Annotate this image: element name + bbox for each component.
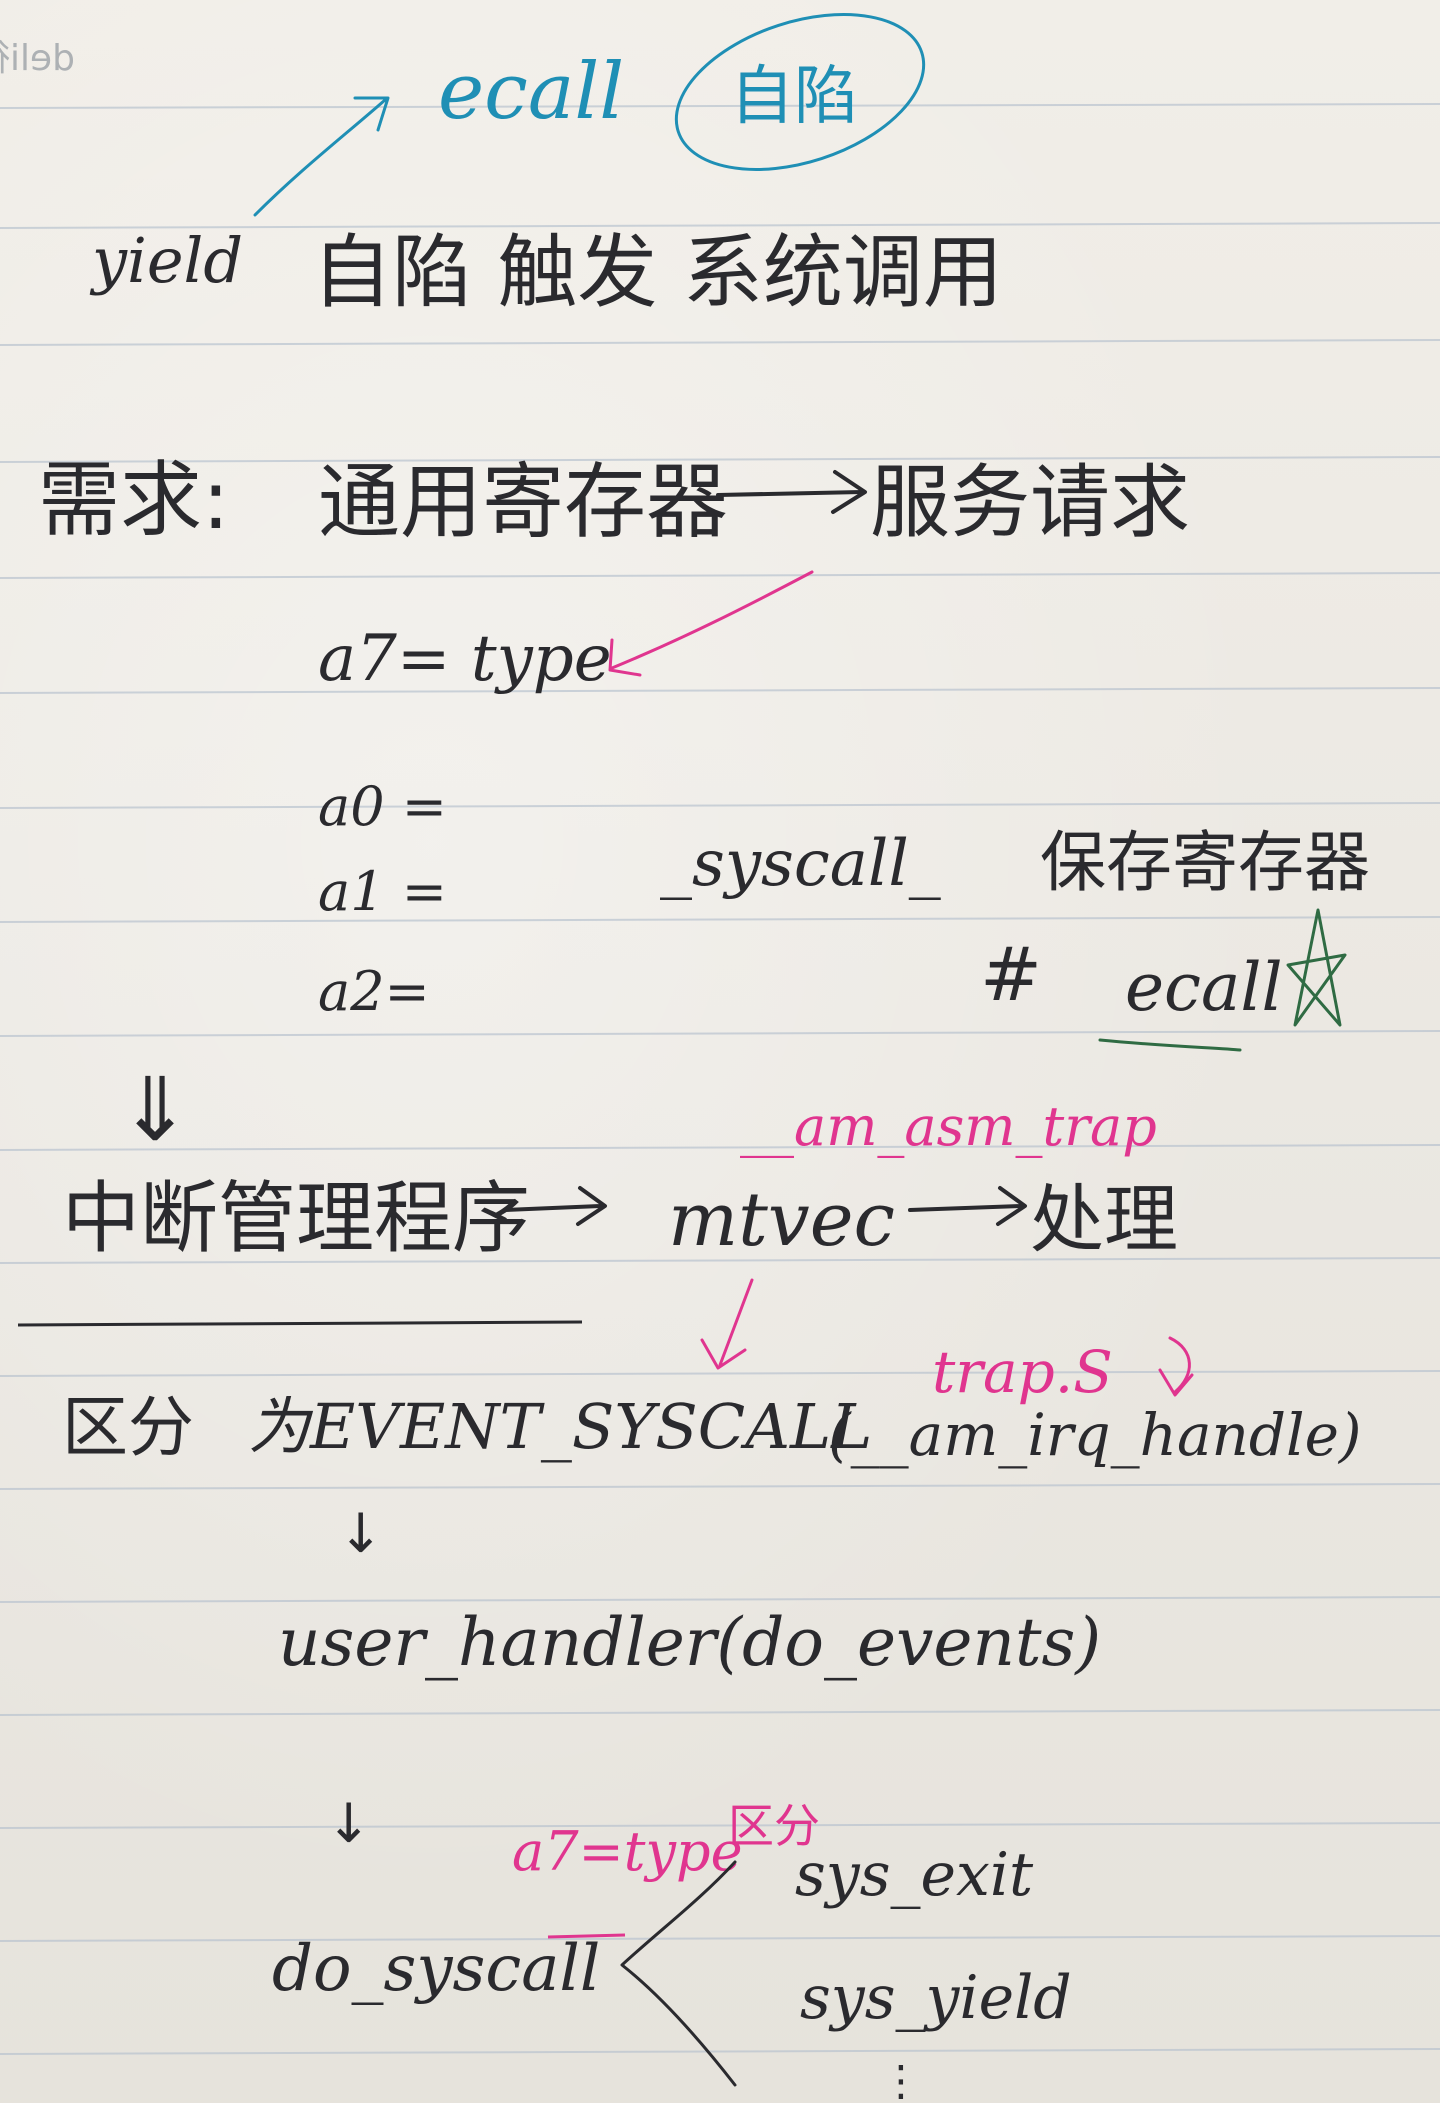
blue-arrow [253,96,390,217]
distinguish-pink: 区分 [728,1799,820,1853]
sys-yield-text: sys_yield [800,1963,1072,2033]
save-registers-text: 保存寄存器 [1040,824,1370,901]
pink-underline [547,1933,626,1939]
green-underline [1098,1038,1242,1052]
a0-line: a0 = [318,775,447,838]
ecall-text: ecall [438,47,624,137]
double-down-arrow: ⇓ [118,1058,192,1161]
yield-text: yield [89,224,243,297]
arrow-1 [716,470,867,514]
event-syscall-text: 为EVENT_SYSCALL [248,1390,872,1463]
pink-arrow-1 [608,570,814,677]
arrow-3 [908,1186,1027,1226]
down-arrow-1: ↓ [338,1502,383,1565]
distinguish-label: 区分 [62,1389,194,1466]
ruled-lines [0,103,1440,2055]
a7-type-pink: a7=type [512,1820,743,1883]
branch-lines [620,1860,737,2087]
do-syscall-text: do_syscall [272,1932,600,2006]
sys-exit-text: sys_exit [795,1840,1034,1910]
top-section: ecall 自陷 yield 自陷 触发 系统调用 [89,13,1003,319]
ecall-2-text: ecall [1125,949,1283,1026]
a2-line: a2= [318,960,430,1023]
green-star-icon [1286,908,1347,1027]
brand-logo: deli得力 [0,38,75,79]
hash-text: # [980,932,1042,1018]
interrupt-section: ⇓ __am_asm_trap 中断管理程序 mtvec 处理 [17,1058,1178,1327]
pink-arrow-2 [700,1278,754,1370]
title-line: 自陷 触发 系统调用 [312,226,1003,319]
dispatch-section: trap.S 区分 为EVENT_SYSCALL (__am_irq_handl… [62,1278,1362,2103]
req-label: 需求: [38,453,230,548]
gpr-text: 通用寄存器 [318,455,728,550]
continuation-dots: ⋮ [880,2056,922,2103]
syscall-text: _syscall_ [660,827,941,901]
requirement-section: 需求: 通用寄存器 服务请求 a7= type a0 = a1 = a2= _s… [38,453,1370,1052]
circle-text: 自陷 [730,60,858,134]
process-text: 处理 [1030,1177,1178,1263]
a7-line: a7= type [318,622,612,696]
handler-text: 中断管理程序 [62,1174,530,1264]
arrow-2 [503,1186,607,1226]
user-handler-text: user_handler(do_events) [278,1604,1101,1681]
circle-annotation [674,13,926,171]
divider [17,1320,583,1327]
mtvec-text: mtvec [668,1177,895,1263]
irq-handle-text: (__am_irq_handle) [828,1401,1362,1469]
am-asm-trap-text: __am_asm_trap [740,1095,1157,1158]
a1-line: a1 = [318,860,447,923]
pink-arrow-3 [1158,1336,1194,1397]
down-arrow-2: ↓ [326,1792,371,1855]
service-text: 服务请求 [870,456,1190,549]
trap-s-text: trap.S [932,1338,1113,1406]
